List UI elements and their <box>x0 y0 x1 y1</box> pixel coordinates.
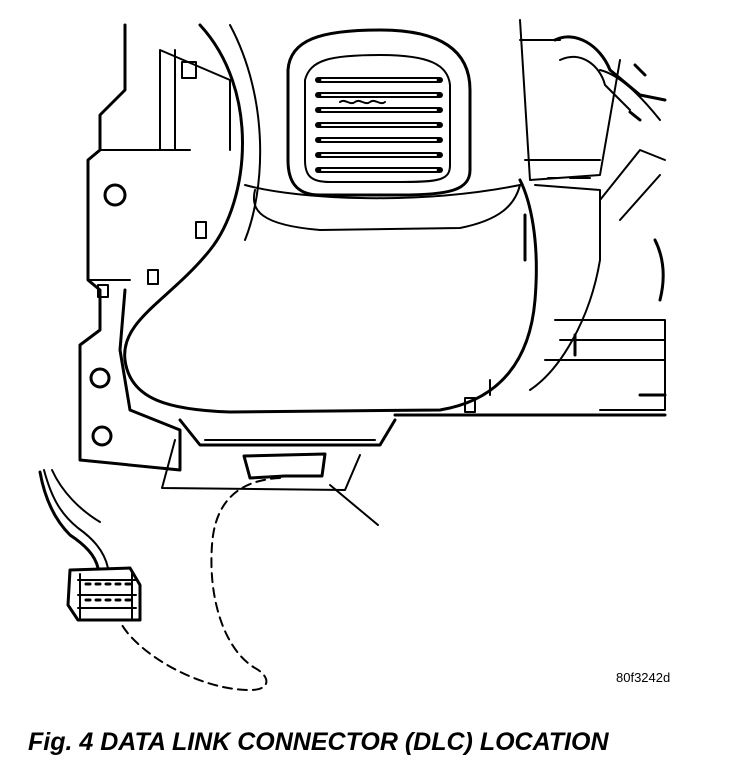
figure-caption: Fig. 4 DATA LINK CONNECTOR (DLC) LOCATIO… <box>28 728 609 756</box>
illustration-reference-code: 80f3242d <box>616 670 670 685</box>
dlc-routing-path <box>121 477 379 691</box>
left-support-bracket <box>78 23 231 472</box>
steering-column-area <box>393 35 667 417</box>
air-vent <box>286 28 472 197</box>
dlc-mounting-panel <box>161 418 397 491</box>
instrument-panel-lower-cover <box>123 19 621 414</box>
dlc-connector <box>38 469 142 622</box>
